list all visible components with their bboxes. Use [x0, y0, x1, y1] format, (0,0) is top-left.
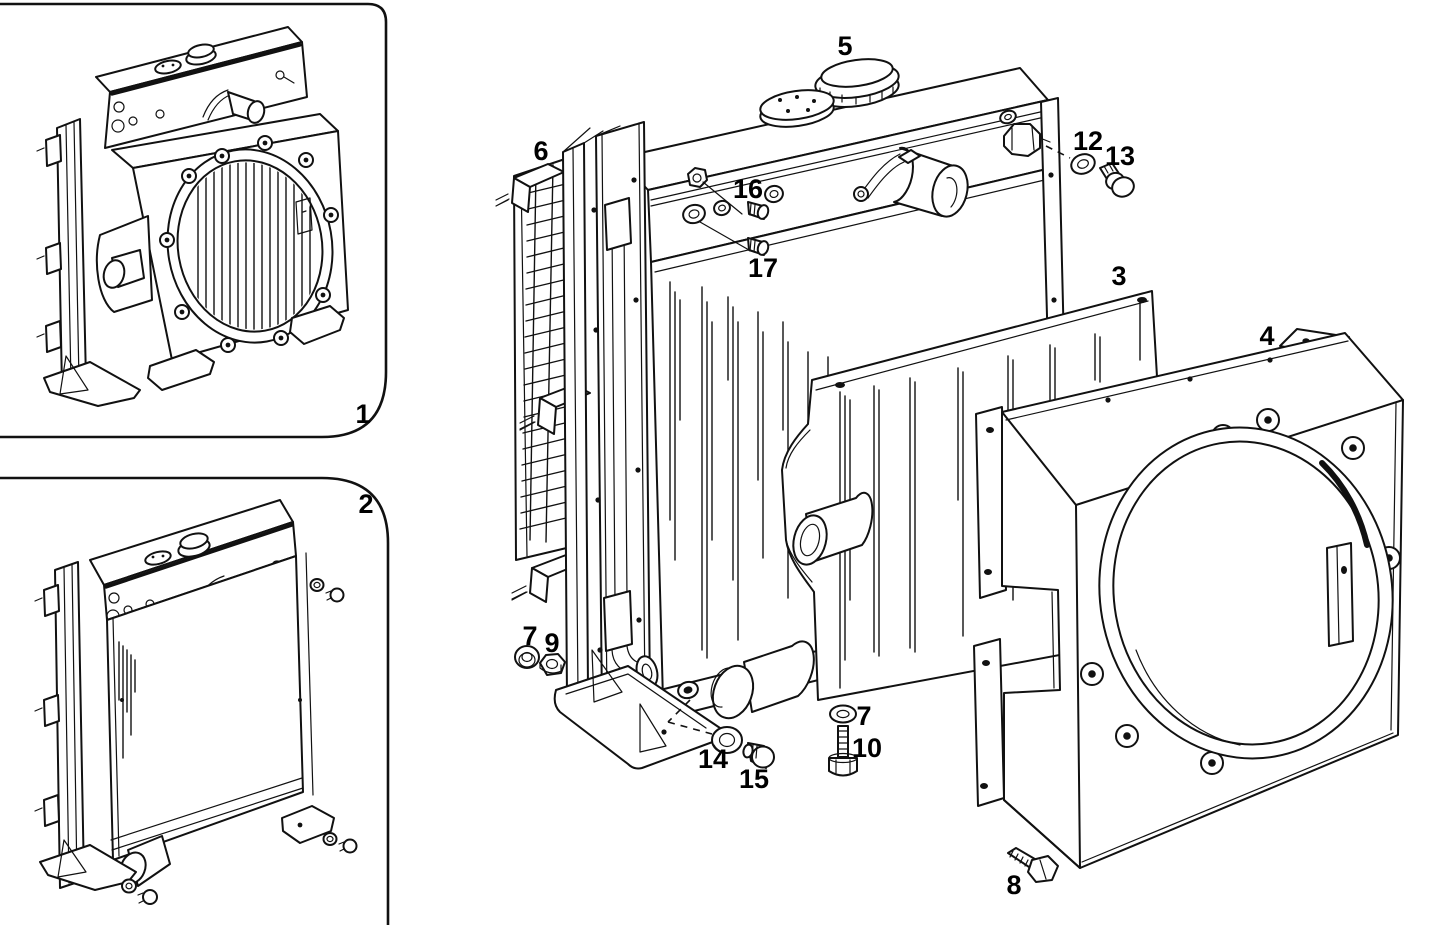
- stud-17: [747, 237, 770, 256]
- hose-fitting: [853, 186, 869, 202]
- callout-6: 6: [533, 136, 548, 166]
- callout-10: 10: [852, 733, 882, 763]
- foot: [147, 349, 215, 391]
- fastener-screw: [137, 889, 158, 905]
- elbow-fitting: [999, 109, 1051, 157]
- washer-7-left: [514, 645, 540, 669]
- fan-ring-inner: [1112, 440, 1380, 746]
- callout-7b: 7: [856, 701, 871, 731]
- callout-5: 5: [837, 31, 852, 61]
- tank-fitting: [108, 592, 120, 604]
- callout-2: 2: [358, 489, 373, 519]
- callout-8: 8: [1006, 870, 1021, 900]
- ring-bracket-small: [295, 197, 313, 235]
- callout-1: 1: [355, 399, 370, 429]
- panel-1: 1: [0, 2, 388, 439]
- radiator-thumbnail: [34, 499, 358, 905]
- foot: [289, 305, 345, 345]
- filler-plate: [759, 89, 835, 128]
- radiator-assembly-thumbnail: [36, 26, 349, 407]
- callout-13: 13: [1105, 141, 1135, 171]
- filler-plate-small: [154, 59, 182, 75]
- pipe-sleeve: [603, 590, 633, 652]
- ring-inner-bracket: [1326, 542, 1354, 647]
- hex-plug: [687, 167, 708, 188]
- callout-7a: 7: [522, 621, 537, 651]
- stud-16: [747, 201, 770, 220]
- outlet-pipe: [743, 640, 815, 713]
- nut-9: [539, 653, 566, 676]
- callout-4: 4: [1259, 321, 1274, 351]
- panel-1-border: [0, 2, 388, 439]
- foot: [43, 361, 141, 407]
- core-hatch-small: [197, 151, 311, 341]
- fitting-small: [275, 70, 285, 80]
- filler-cap: [814, 58, 900, 108]
- plug-15: [742, 742, 775, 769]
- leader-line: [667, 699, 713, 735]
- rail-brackets: [45, 134, 62, 353]
- ring-tabs-small: [159, 135, 339, 353]
- callout-3: 3: [1111, 261, 1126, 291]
- pipe-sleeve: [604, 197, 632, 251]
- tank-fitting: [113, 101, 125, 113]
- frame-rails-left: [562, 121, 659, 709]
- ring-shading: [1319, 460, 1370, 548]
- rail-brackets: [43, 584, 60, 827]
- panel-2-border: [0, 476, 390, 925]
- return-pipe: [611, 224, 628, 601]
- washer-12: [1070, 153, 1096, 175]
- ring-fitting: [682, 203, 706, 225]
- callout-12: 12: [1073, 126, 1103, 156]
- tank-front-face: [104, 41, 308, 149]
- fastener-washer: [309, 578, 325, 592]
- bolt-10: [828, 725, 858, 777]
- fastener-screw: [338, 838, 358, 854]
- hose-fitting: [898, 149, 921, 164]
- bolt-13: [1099, 162, 1135, 198]
- fastener-screw: [325, 587, 345, 603]
- washer-7-center: [829, 704, 857, 724]
- callout-14: 14: [698, 744, 728, 774]
- hose-small: [202, 89, 229, 118]
- core-hatch-small: [118, 641, 136, 759]
- washer-14: [711, 726, 743, 754]
- tank-plugs: [682, 167, 784, 256]
- drain-fitting: [677, 680, 699, 700]
- filler-plate-small: [144, 550, 172, 566]
- pipe-stub-small: [102, 259, 126, 289]
- fastener-washer: [121, 878, 137, 894]
- bolt-8: [1007, 847, 1059, 883]
- fastener-washer: [322, 832, 338, 846]
- callout-15: 15: [739, 764, 769, 794]
- shroud-flange-upper: [975, 406, 1007, 599]
- foot: [281, 805, 335, 844]
- callout-9: 9: [544, 628, 559, 658]
- callout-17: 17: [748, 253, 778, 283]
- fan-shroud: [973, 328, 1404, 869]
- plate-pipe-stub: [792, 491, 874, 566]
- leader-line: [1045, 145, 1071, 159]
- panel-2: 2: [0, 476, 390, 925]
- callout-16: 16: [733, 174, 763, 204]
